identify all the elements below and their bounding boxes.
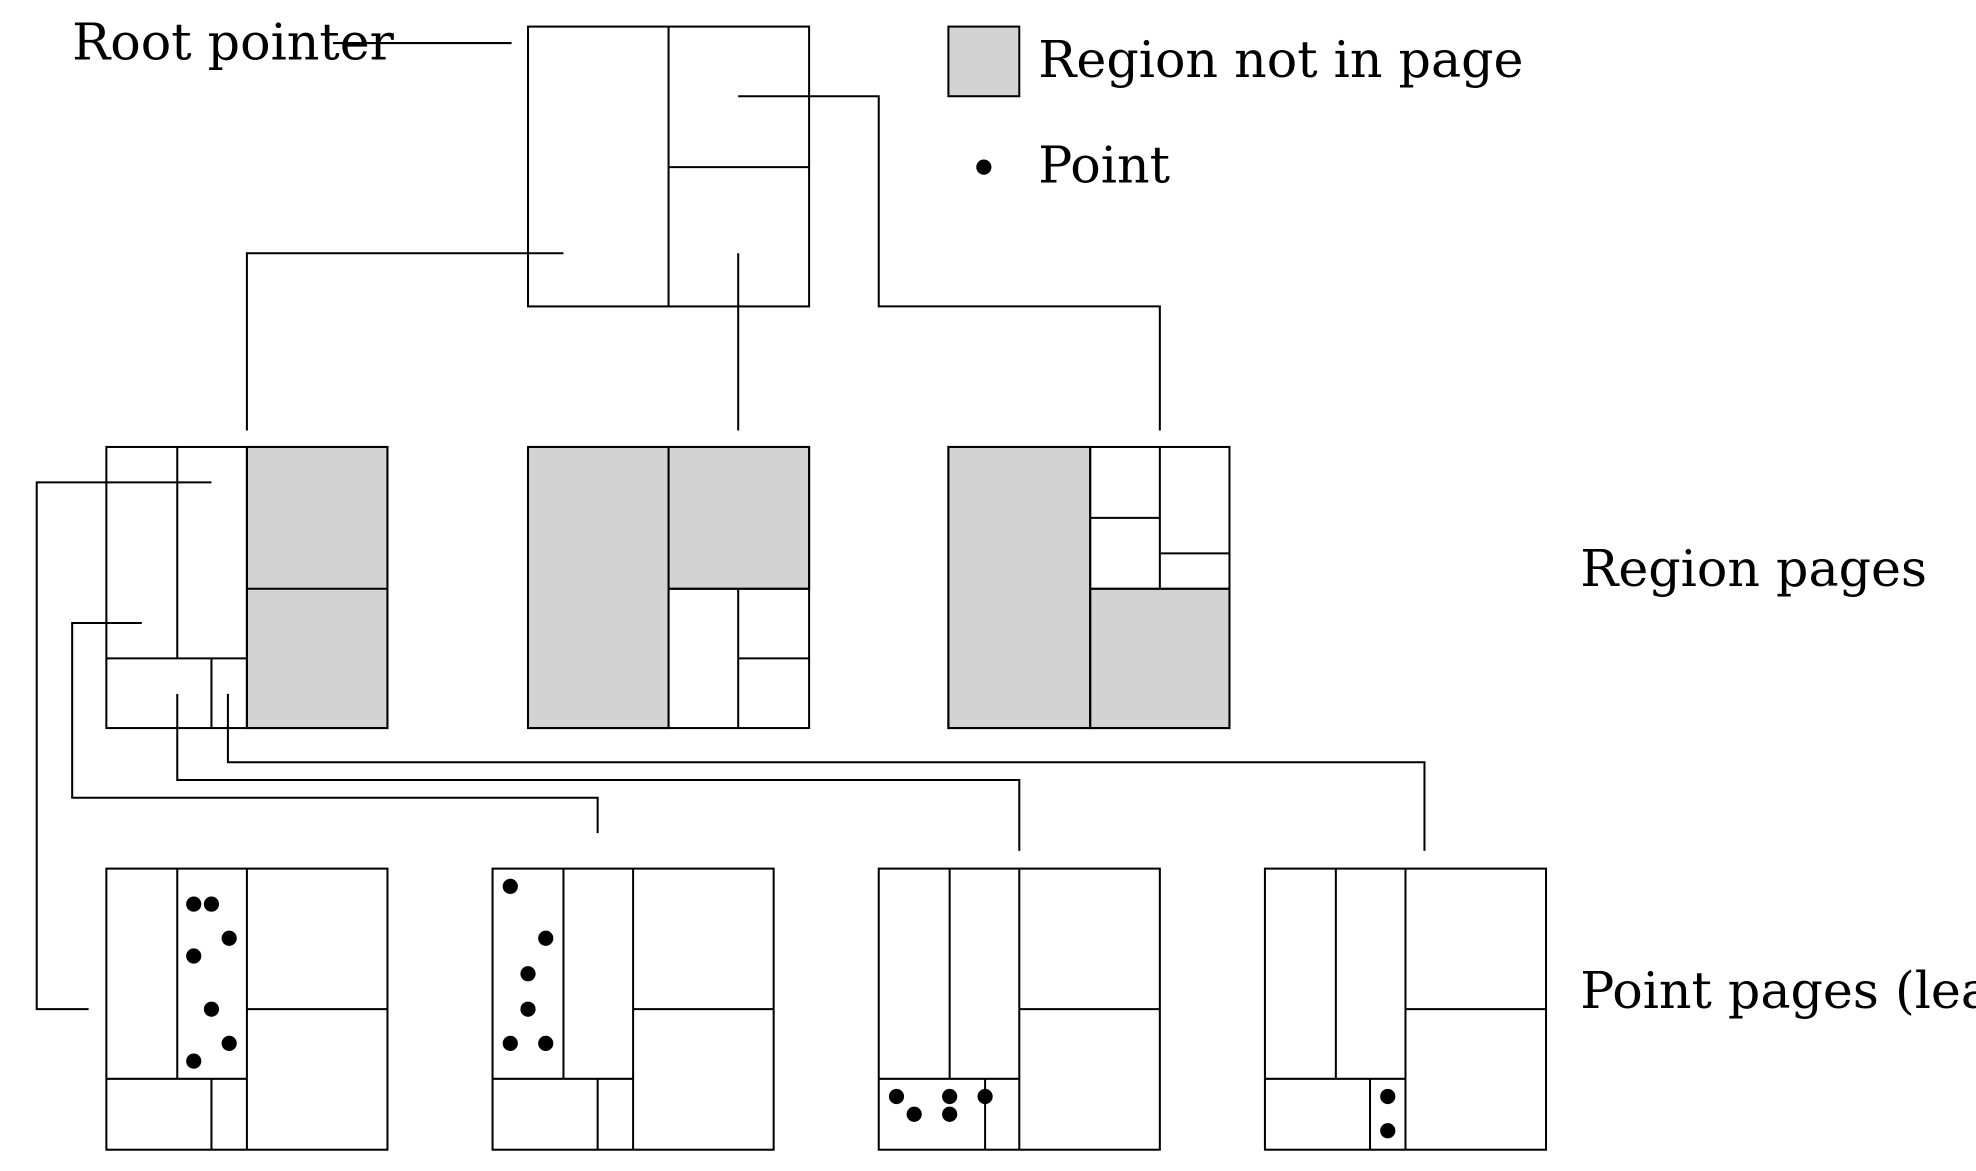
point: [186, 948, 202, 964]
region-page-1: [105, 445, 389, 730]
point: [942, 1106, 958, 1122]
point-page-4: [1263, 867, 1548, 1151]
pointer-to-point-page-1: [35, 481, 212, 1011]
point: [203, 896, 220, 912]
pointer-to-point-page-4: [226, 693, 1426, 851]
region-page-3: [947, 445, 1231, 730]
region-pages-label: Region pages: [1580, 539, 1927, 598]
point: [1380, 1123, 1396, 1139]
root-child-pointers: [245, 95, 1161, 431]
point: [221, 1035, 237, 1051]
point: [520, 1001, 536, 1017]
leaf-pointers: [35, 481, 1426, 1011]
point-page-1: [105, 867, 389, 1151]
legend-region-label: Region not in page: [1038, 30, 1523, 89]
point-page-1-points: [186, 896, 237, 1069]
legend-point-dot: [976, 159, 992, 175]
pointer-to-point-page-3: [176, 693, 1021, 851]
point: [906, 1106, 922, 1122]
point-pages-label: Point pages (leaves): [1580, 961, 1976, 1020]
point-page-2: [491, 867, 775, 1151]
root-pointer-label: Root pointer: [72, 13, 394, 72]
point: [1380, 1088, 1396, 1105]
point: [186, 896, 202, 912]
point-page-4-points: [1380, 1088, 1396, 1139]
point: [502, 878, 518, 894]
point: [221, 930, 237, 946]
pointer-to-region-page-3: [738, 95, 1161, 431]
region-page-2: [526, 445, 811, 730]
point: [520, 966, 536, 982]
point: [538, 930, 554, 946]
point-page-2-points: [502, 878, 554, 1051]
point-page-3: [877, 867, 1161, 1151]
point: [977, 1088, 993, 1105]
pointer-to-region-page-1: [245, 252, 564, 431]
legend-point-label: Point: [1038, 135, 1170, 194]
legend-region-swatch: [947, 25, 1021, 98]
point: [942, 1088, 958, 1105]
point: [888, 1088, 905, 1105]
root-page: [526, 25, 811, 308]
point-page-3-points: [888, 1088, 993, 1122]
point: [538, 1035, 554, 1051]
point: [203, 1001, 220, 1017]
pointer-to-point-page-2: [71, 621, 599, 834]
point: [186, 1053, 202, 1069]
point: [502, 1035, 518, 1051]
